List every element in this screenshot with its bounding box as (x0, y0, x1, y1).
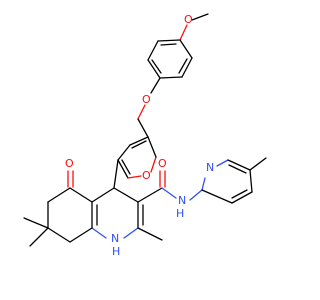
bond-fu-2 (117, 144, 131, 161)
bond-fu-5 (150, 156, 157, 173)
atom-o-ketone: O (65, 157, 74, 170)
bond-dhp-4 (91, 227, 107, 239)
bond-dhp-3 (123, 227, 139, 239)
bond-ph-2b (178, 58, 188, 74)
bond-py-3b (228, 164, 247, 174)
atom-o-ether: O (142, 93, 151, 106)
atom-o-furan: O (142, 169, 151, 182)
molecule-canvas: O O O O O N H N N H (23, 13, 267, 258)
bond-py-methyl (249, 157, 267, 171)
bond-dhp-6 (91, 187, 115, 203)
bond-ph-6 (157, 39, 181, 42)
bond-py-1 (201, 177, 206, 191)
bond-ch2-furan (137, 118, 149, 138)
bond-fu-3b (121, 159, 131, 175)
bond-n-pyridyl (189, 189, 203, 201)
bond-methyl-o (191, 13, 209, 21)
bond-py-6 (201, 189, 233, 204)
molecule-structure: O O O O O N H N N H (23, 13, 267, 258)
bond-py-2 (216, 159, 229, 167)
bond-cy-4 (47, 227, 71, 243)
bond-cy-2 (47, 187, 71, 203)
atom-h-amide: H (176, 207, 184, 220)
bond-ph-3 (159, 76, 183, 79)
atom-n-amide: N (178, 194, 186, 207)
atom-o-amide: O (158, 157, 167, 170)
bond-ph-2 (181, 57, 193, 78)
bond-amide-cn (161, 187, 177, 199)
bond-fu-4 (127, 175, 142, 179)
bond-ph-4b (151, 59, 162, 74)
bond-c3-amide (137, 187, 163, 203)
bond-ph-o (150, 77, 161, 94)
atom-o-methoxy: O (184, 13, 193, 26)
bond-py-3 (227, 159, 251, 171)
bond-gem-methyl-2 (29, 227, 49, 247)
bond-ph-5 (147, 40, 159, 61)
bond-dhp-1 (113, 187, 139, 203)
bond-o-phenyl (179, 24, 188, 41)
bond-cy-1 (69, 187, 93, 203)
bond-ph-1 (179, 39, 193, 59)
bond-py-5b (231, 189, 248, 199)
bond-py-4 (249, 169, 253, 193)
bond-fu-3 (117, 159, 129, 179)
bond-py-5 (231, 191, 253, 204)
bond-c2-methyl (137, 227, 163, 241)
bond-ph-6b (160, 43, 177, 46)
bond-fu-1 (129, 136, 149, 146)
bond-ph-4 (147, 59, 161, 79)
atom-n-pyridine: N (206, 161, 214, 174)
bond-cy-5 (69, 227, 93, 243)
bond-furan-c4 (113, 159, 119, 189)
bond-o-ch2 (137, 104, 146, 120)
bond-fu-6 (147, 136, 157, 158)
bond-gem-methyl-1 (23, 217, 49, 229)
bond-fu-1b (131, 140, 147, 149)
atom-h-ring: H (112, 245, 120, 258)
atom-n-ring: N (111, 232, 119, 245)
